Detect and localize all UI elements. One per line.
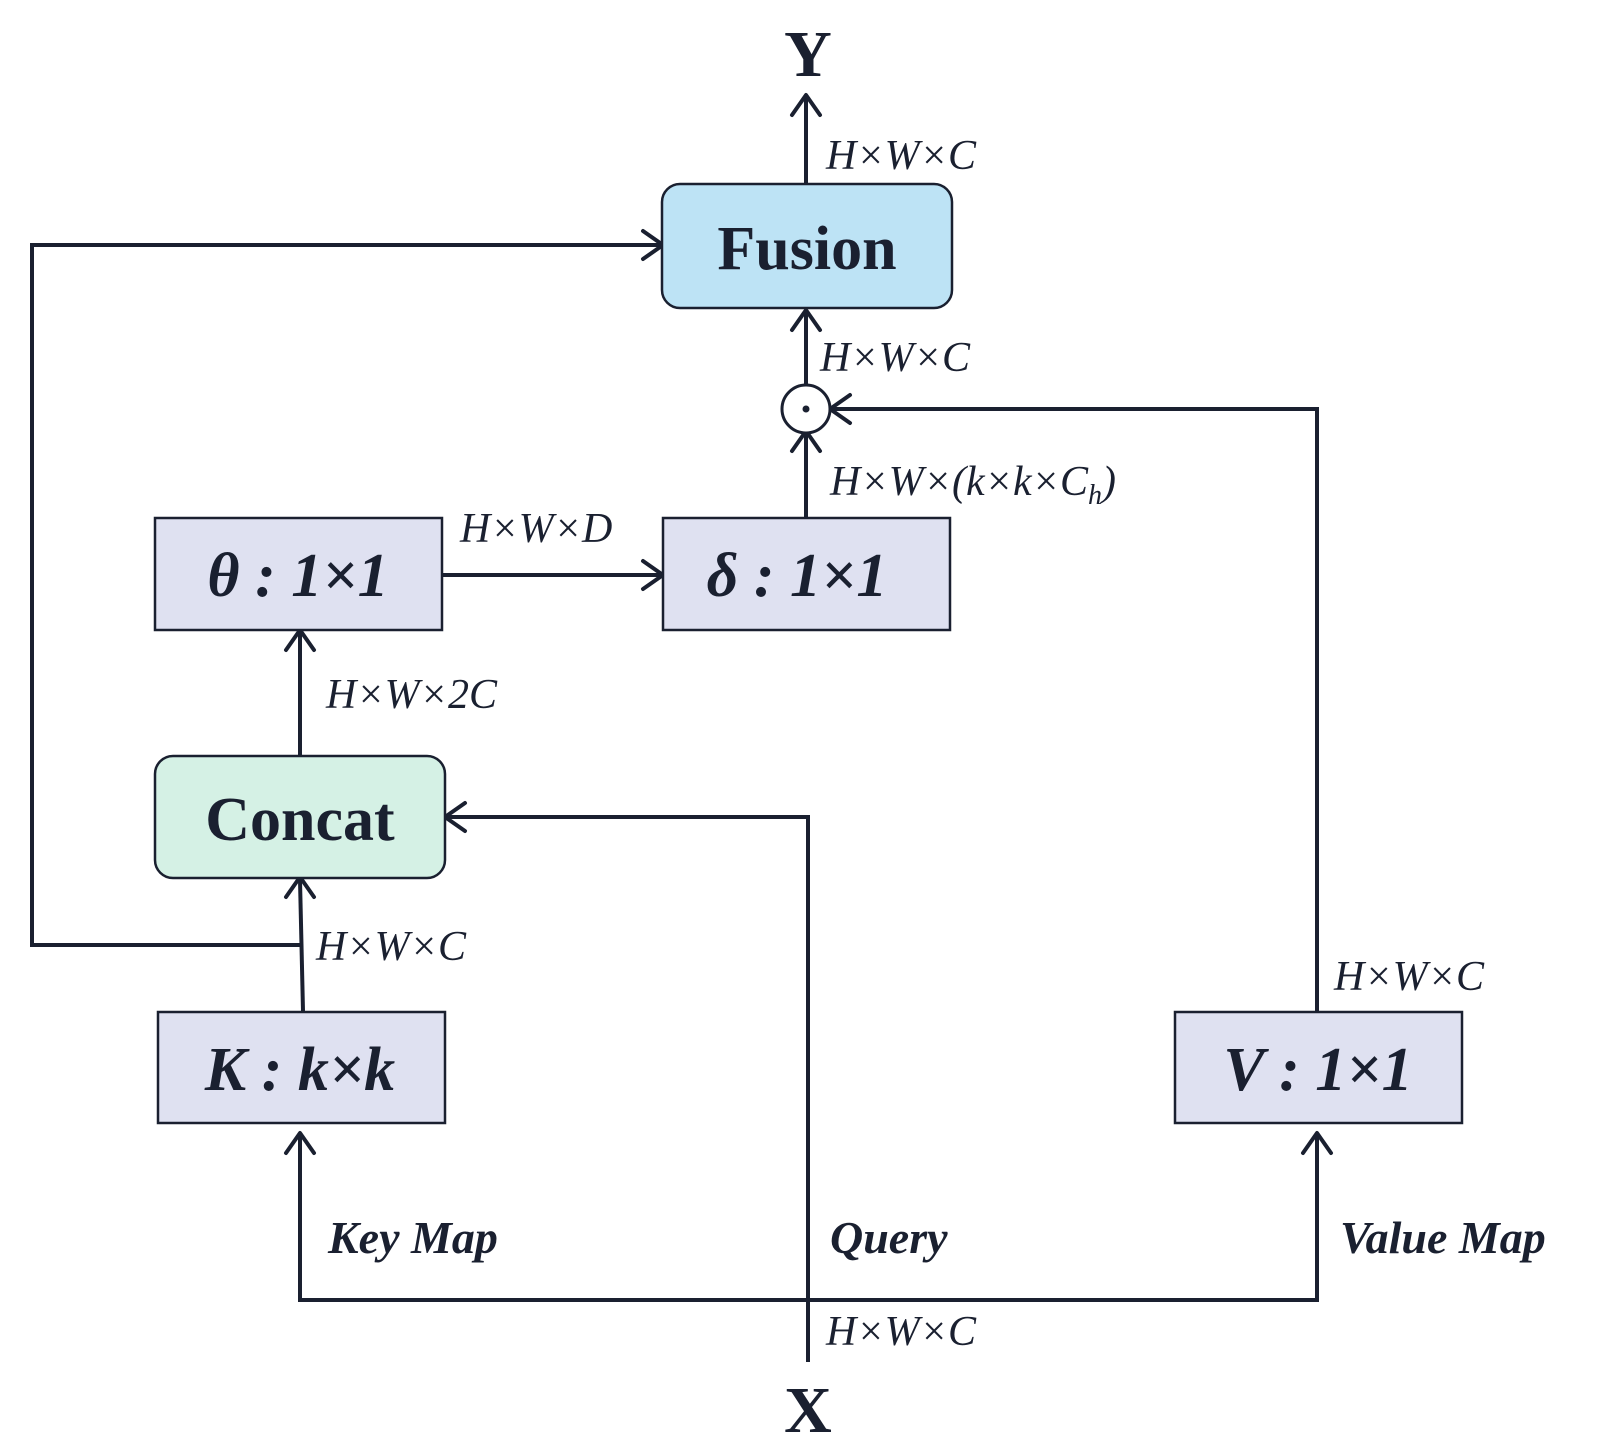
dim-key-out: H×W×C	[315, 924, 467, 970]
arrowhead-fusion-in	[790, 308, 822, 332]
value-map-label: Value Map	[1340, 1212, 1546, 1263]
arrowhead-value-in	[1301, 1131, 1333, 1155]
output-label: Y	[784, 18, 832, 91]
value-conv-block: V : 1×1	[1173, 1010, 1464, 1125]
dim-theta-out: H×W×D	[459, 506, 612, 552]
value-conv-label: V : 1×1	[1223, 1036, 1412, 1104]
query-to-concat-line	[448, 815, 810, 1362]
key-conv-label: K : k×k	[204, 1036, 395, 1104]
delta-conv-block: δ : 1×1	[661, 516, 952, 632]
dim-input: H×W×C	[825, 1309, 977, 1355]
arrowhead-output	[790, 93, 822, 117]
delta-conv-label: δ : 1×1	[707, 542, 888, 610]
dim-output: H×W×C	[825, 133, 977, 179]
dim-concat-out: H×W×2C	[325, 672, 498, 718]
key-skip-to-fusion-line	[30, 243, 660, 947]
theta-conv-label: θ : 1×1	[207, 542, 388, 610]
key-map-label: Key Map	[327, 1212, 498, 1263]
dim-delta-out: H×W×(k×k×Ch)	[829, 459, 1116, 511]
value-to-product-line	[833, 407, 1319, 1011]
dim-value-out: H×W×C	[1333, 954, 1485, 1000]
theta-conv-block: θ : 1×1	[153, 516, 444, 632]
fusion-block: Fusion	[660, 182, 954, 310]
dim-product: H×W×C	[819, 335, 971, 381]
input-split-line	[298, 1136, 1319, 1302]
input-label: X	[784, 1374, 832, 1443]
arrowhead-key-in	[284, 1131, 316, 1155]
fusion-label: Fusion	[717, 215, 896, 283]
concat-label: Concat	[205, 786, 395, 854]
connection-lines	[30, 98, 1319, 1362]
elementwise-product-icon	[780, 383, 832, 435]
key-conv-block: K : k×k	[156, 1010, 447, 1125]
concat-block: Concat	[153, 754, 447, 880]
query-label: Query	[830, 1212, 948, 1263]
